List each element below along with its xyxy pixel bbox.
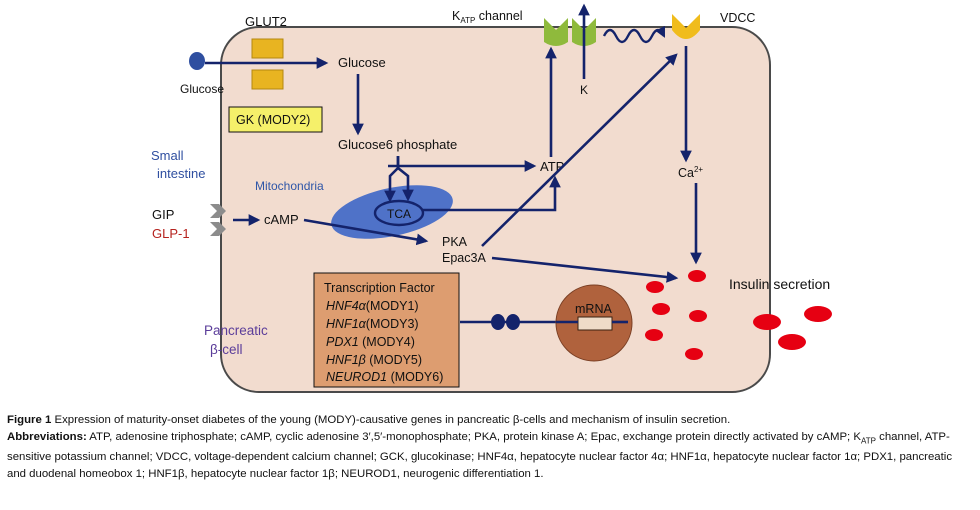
pancreatic-label-line1: Pancreatic [204,323,268,338]
k-label: K [580,83,588,97]
gk-box [228,106,323,133]
epac-to-insulin-arrow [491,256,679,283]
insulin-granule [689,310,707,322]
glut2-transporter [251,38,284,90]
tca-to-atp-arrow [423,175,561,212]
insulin-granule [652,303,670,315]
insulin-granule [685,348,703,360]
glucose-molecule-icon [189,52,205,70]
mrna-strand [577,316,613,331]
mrna-label: mRNA [575,302,612,316]
transcription-factor-box [313,272,460,388]
gip-label: GIP [152,207,174,222]
glucose-inside-label: Glucose [338,55,386,70]
mitochondria-label: Mitochondria [255,179,324,193]
camp-label: cAMP [264,212,299,227]
tf-item: NEUROD1 (MODY6) [326,370,443,384]
vdcc-label: VDCC [720,11,755,25]
insulin-secretion-diagram: GLUT2 Glucose Glucose GK (MODY2) Glucose… [151,3,832,393]
pka-to-vdcc-arrow [481,53,678,247]
glp1-label: GLP-1 [152,226,190,241]
insulin-granule [804,306,832,322]
insulin-granules [645,270,832,360]
abbreviations: Abbreviations: ATP, adenosine triphospha… [7,430,953,480]
glucose-outside-label: Glucose [180,82,224,96]
tf-item: HNF4α(MODY1) [326,299,419,313]
glut2-label: GLUT2 [245,14,287,29]
g6p-to-tca-arrow-right [396,156,414,202]
mitochondria [331,185,453,239]
g6p-label: Glucose6 phosphate [338,137,457,152]
nuclear-pore-icon [491,314,505,330]
transcription-factor-title: Transcription Factor [324,281,435,295]
tf-item: PDX1 (MODY4) [326,335,415,349]
katp-channel-label: KATP channel [452,9,523,25]
insulin-granule [688,270,706,282]
tf-item: HNF1α(MODY3) [326,317,419,331]
insulin-granule [753,314,781,330]
figure-label: Figure 1 [7,414,52,426]
epac-label: Epac3A [442,251,486,265]
atp-label: ATP [540,159,564,174]
pka-label: PKA [442,235,468,249]
figure-title: Figure 1 Expression of maturity-onset di… [7,414,731,426]
figure-caption: Figure 1 Expression of maturity-onset di… [7,412,973,482]
small-intestine-label-line2: intestine [157,166,205,181]
tf-item: HNF1β (MODY5) [326,353,422,367]
calcium-label: Ca2+ [678,165,703,180]
insulin-granule [646,281,664,293]
gk-label: GK (MODY2) [236,113,310,127]
small-intestine-label-line1: Small [151,148,184,163]
vdcc-channel-icon [672,14,700,39]
camp-to-pka-arrow [303,218,429,246]
abbreviations-label: Abbreviations: [7,430,87,443]
insulin-secretion-label: Insulin secretion [729,276,830,292]
insulin-granule [645,329,663,341]
incretin-receptor-icon [210,204,226,236]
tca-cycle [373,199,425,227]
depolarization-wave [602,25,666,44]
tca-label: TCA [387,207,411,221]
insulin-granule [778,334,806,350]
nuclear-pore-icon [506,314,520,330]
pancreatic-label-line2: β-cell [210,342,243,357]
